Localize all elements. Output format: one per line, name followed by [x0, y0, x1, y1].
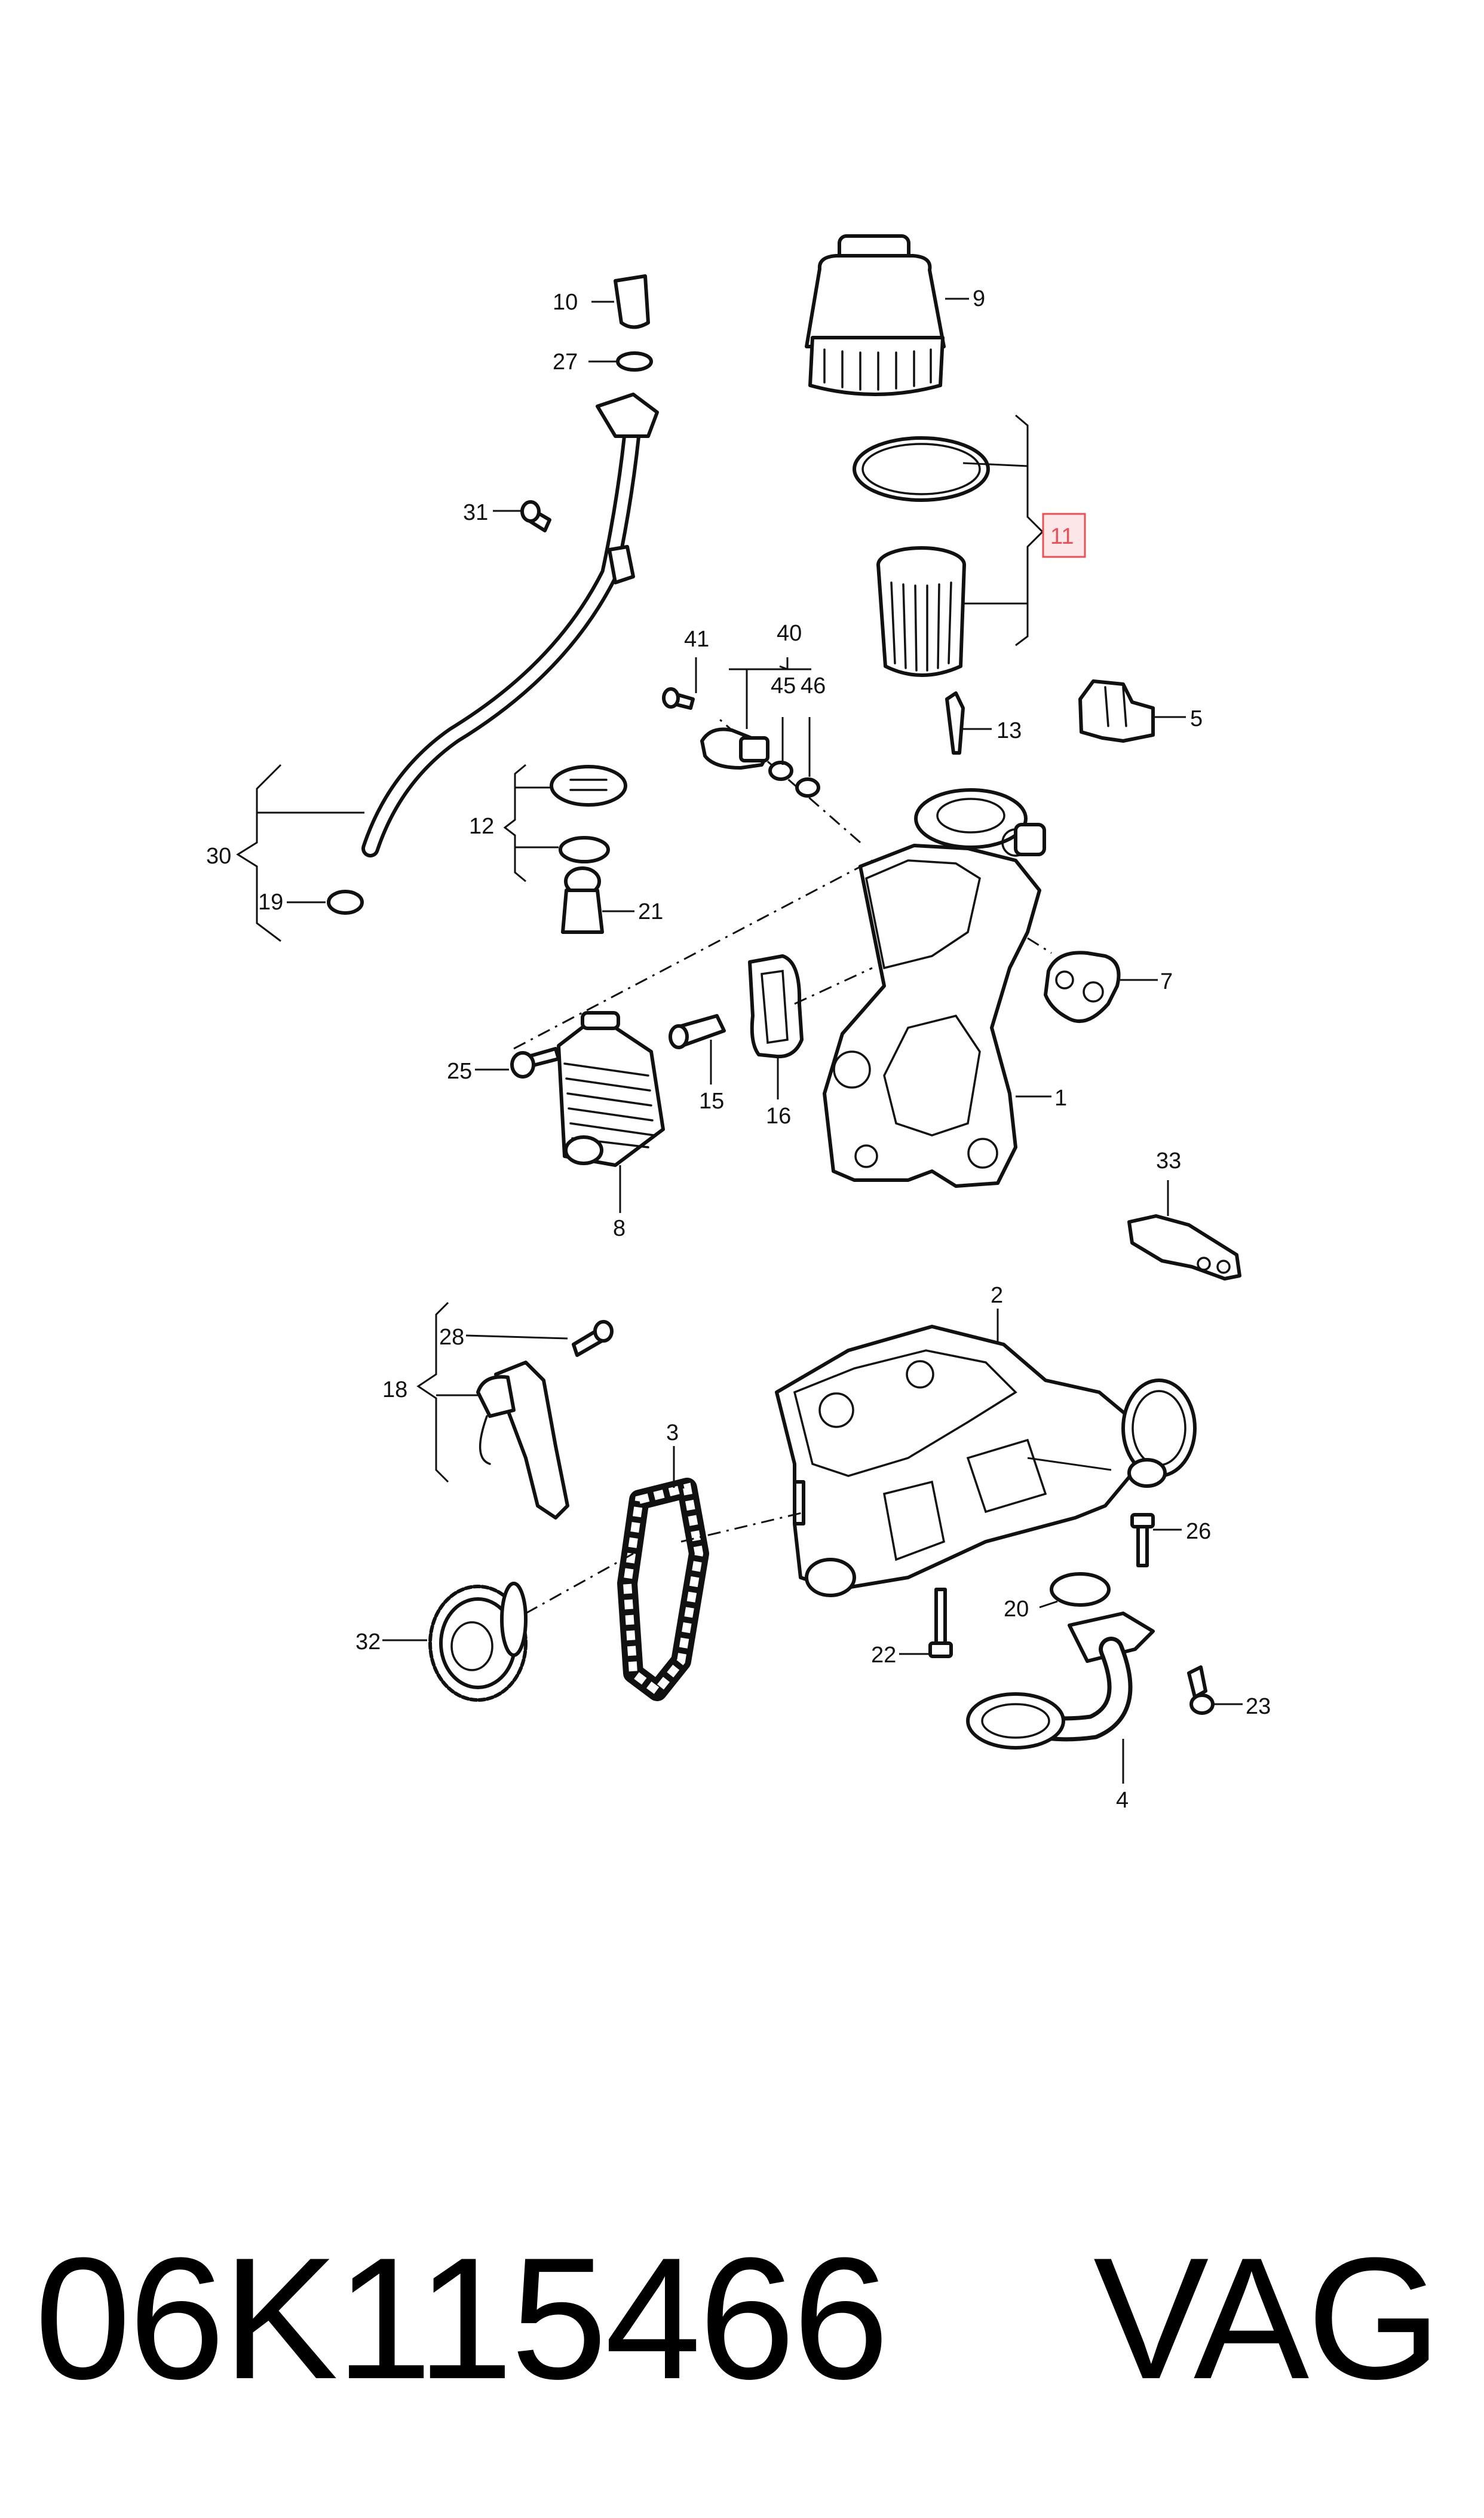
bolt-26 — [1130, 1513, 1155, 1567]
breather-o-ring — [559, 836, 610, 863]
callout-12: 12 — [469, 814, 494, 839]
housing-gasket — [1044, 951, 1121, 1024]
callout-15: 15 — [699, 1089, 724, 1114]
callout-4: 4 — [1116, 1788, 1129, 1813]
breather-cap — [550, 765, 627, 807]
dipstick-o-ring — [616, 351, 653, 372]
callout-31: 31 — [463, 500, 488, 525]
callout-13: 13 — [997, 718, 1022, 743]
oil-cooler — [557, 1011, 665, 1167]
callout-16: 16 — [766, 1104, 791, 1129]
callout-27: 27 — [553, 350, 578, 375]
callout-26: 26 — [1186, 1519, 1211, 1544]
oil-filter-cap — [805, 234, 946, 396]
bolt-41 — [662, 687, 695, 710]
callout-10: 10 — [553, 290, 578, 315]
callout-1: 1 — [1054, 1086, 1067, 1111]
pump-bracket — [1127, 1214, 1241, 1281]
filter-housing-o-ring — [853, 436, 990, 502]
oil-pump — [775, 1325, 1197, 1597]
oil-filter-element — [876, 546, 966, 677]
bolt-31 — [520, 500, 551, 532]
seal-ring-19 — [327, 890, 364, 915]
callout-19: 19 — [258, 890, 283, 915]
callout-33: 33 — [1156, 1148, 1181, 1174]
retaining-clip — [1078, 679, 1155, 743]
dipstick-guide-tube — [361, 393, 659, 857]
seal-ring-45 — [768, 761, 793, 781]
callout-40: 40 — [777, 621, 802, 646]
callout-32: 32 — [355, 1629, 381, 1655]
tensioner-pin — [572, 1320, 614, 1357]
callout-30: 30 — [206, 844, 231, 869]
oil-pressure-switch — [700, 727, 769, 770]
pickup-gasket — [1050, 1572, 1111, 1607]
drive-chain — [617, 1478, 709, 1701]
callout-46: 46 — [801, 673, 826, 699]
bolt-23 — [1187, 1665, 1215, 1715]
callout-8: 8 — [613, 1216, 626, 1241]
oil-pickup-tube — [966, 1612, 1155, 1750]
callout-45: 45 — [771, 673, 796, 699]
oil-filter-housing — [823, 788, 1046, 1188]
check-valve — [945, 691, 965, 755]
cooler-gasket — [748, 954, 804, 1059]
banjo-fitting — [669, 1014, 726, 1049]
callout-22: 22 — [871, 1643, 896, 1668]
callout-25: 25 — [447, 1059, 472, 1084]
callout-28: 28 — [439, 1325, 464, 1350]
brand-name: VAG — [1093, 2222, 1442, 2415]
part-number: 06K115466 — [35, 2222, 889, 2415]
callout-18: 18 — [382, 1377, 407, 1402]
chain-tensioner — [476, 1361, 569, 1520]
crankshaft-sprocket — [428, 1582, 528, 1702]
callout-3: 3 — [666, 1420, 679, 1445]
plug-21 — [561, 866, 604, 934]
highlight-box — [1042, 513, 1086, 558]
callout-41: 41 — [684, 627, 709, 652]
callout-20: 20 — [1004, 1597, 1029, 1622]
callout-5: 5 — [1190, 706, 1203, 731]
callout-11: 11 — [1050, 524, 1074, 549]
callout-7: 7 — [1160, 969, 1173, 994]
dipstick-handle — [614, 274, 650, 329]
callout-2: 2 — [991, 1283, 1003, 1308]
callout-21: 21 — [638, 899, 663, 924]
seal-ring-46 — [795, 777, 820, 798]
callout-9: 9 — [973, 286, 985, 311]
bolt-22 — [928, 1588, 953, 1658]
callout-23: 23 — [1246, 1694, 1271, 1719]
mounting-bolt — [510, 1047, 560, 1079]
bolt-pump-left — [793, 1480, 805, 1525]
